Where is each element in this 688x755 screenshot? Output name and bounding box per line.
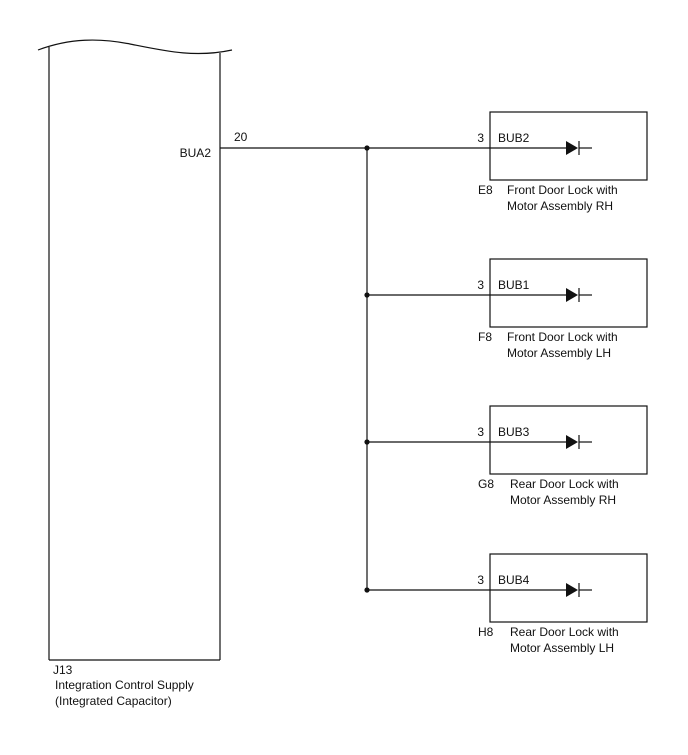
wire-harness	[220, 147, 368, 590]
connector-e8: 3 BUB2 E8 Front Door Lock with Motor Ass…	[364, 111, 648, 213]
junction-dot	[364, 439, 370, 445]
connector-pin: 3	[477, 131, 484, 145]
integration-control-supply-body	[37, 39, 233, 661]
connector-list: 3 BUB2 E8 Front Door Lock with Motor Ass…	[364, 111, 648, 655]
connector-name-line2: Motor Assembly RH	[507, 199, 613, 213]
connector-id: H8	[478, 625, 494, 639]
connector-name-line1: Rear Door Lock with	[510, 625, 619, 639]
diode-icon	[566, 141, 578, 155]
connector-terminal: BUB2	[498, 131, 530, 145]
source-terminal-label: BUA2	[180, 146, 212, 160]
junction-dot	[364, 145, 370, 151]
connector-name-line1: Front Door Lock with	[507, 183, 618, 197]
connector-terminal: BUB3	[498, 425, 530, 439]
connector-terminal: BUB4	[498, 573, 530, 587]
connector-id: E8	[478, 183, 493, 197]
connector-terminal: BUB1	[498, 278, 530, 292]
connector-pin: 3	[477, 573, 484, 587]
source-component-name-line2: (Integrated Capacitor)	[55, 694, 172, 708]
connector-name-line2: Motor Assembly LH	[507, 346, 611, 360]
connector-id: F8	[478, 330, 492, 344]
connector-name-line1: Front Door Lock with	[507, 330, 618, 344]
diode-icon	[566, 435, 578, 449]
junction-dot	[364, 587, 370, 593]
source-component-id: J13	[53, 663, 73, 677]
connector-pin: 3	[477, 425, 484, 439]
junction-dot	[364, 292, 370, 298]
connector-h8: 3 BUB4 H8 Rear Door Lock with Motor Asse…	[364, 553, 648, 655]
connector-pin: 3	[477, 278, 484, 292]
source-component-name-line1: Integration Control Supply	[55, 678, 194, 692]
connector-name-line2: Motor Assembly LH	[510, 641, 614, 655]
connector-g8: 3 BUB3 G8 Rear Door Lock with Motor Asse…	[364, 405, 648, 507]
connector-id: G8	[478, 477, 494, 491]
connector-name-line2: Motor Assembly RH	[510, 493, 616, 507]
diode-icon	[566, 583, 578, 597]
diode-icon	[566, 288, 578, 302]
connector-f8: 3 BUB1 F8 Front Door Lock with Motor Ass…	[364, 258, 648, 360]
source-terminal-pin: 20	[234, 130, 248, 144]
connector-name-line1: Rear Door Lock with	[510, 477, 619, 491]
